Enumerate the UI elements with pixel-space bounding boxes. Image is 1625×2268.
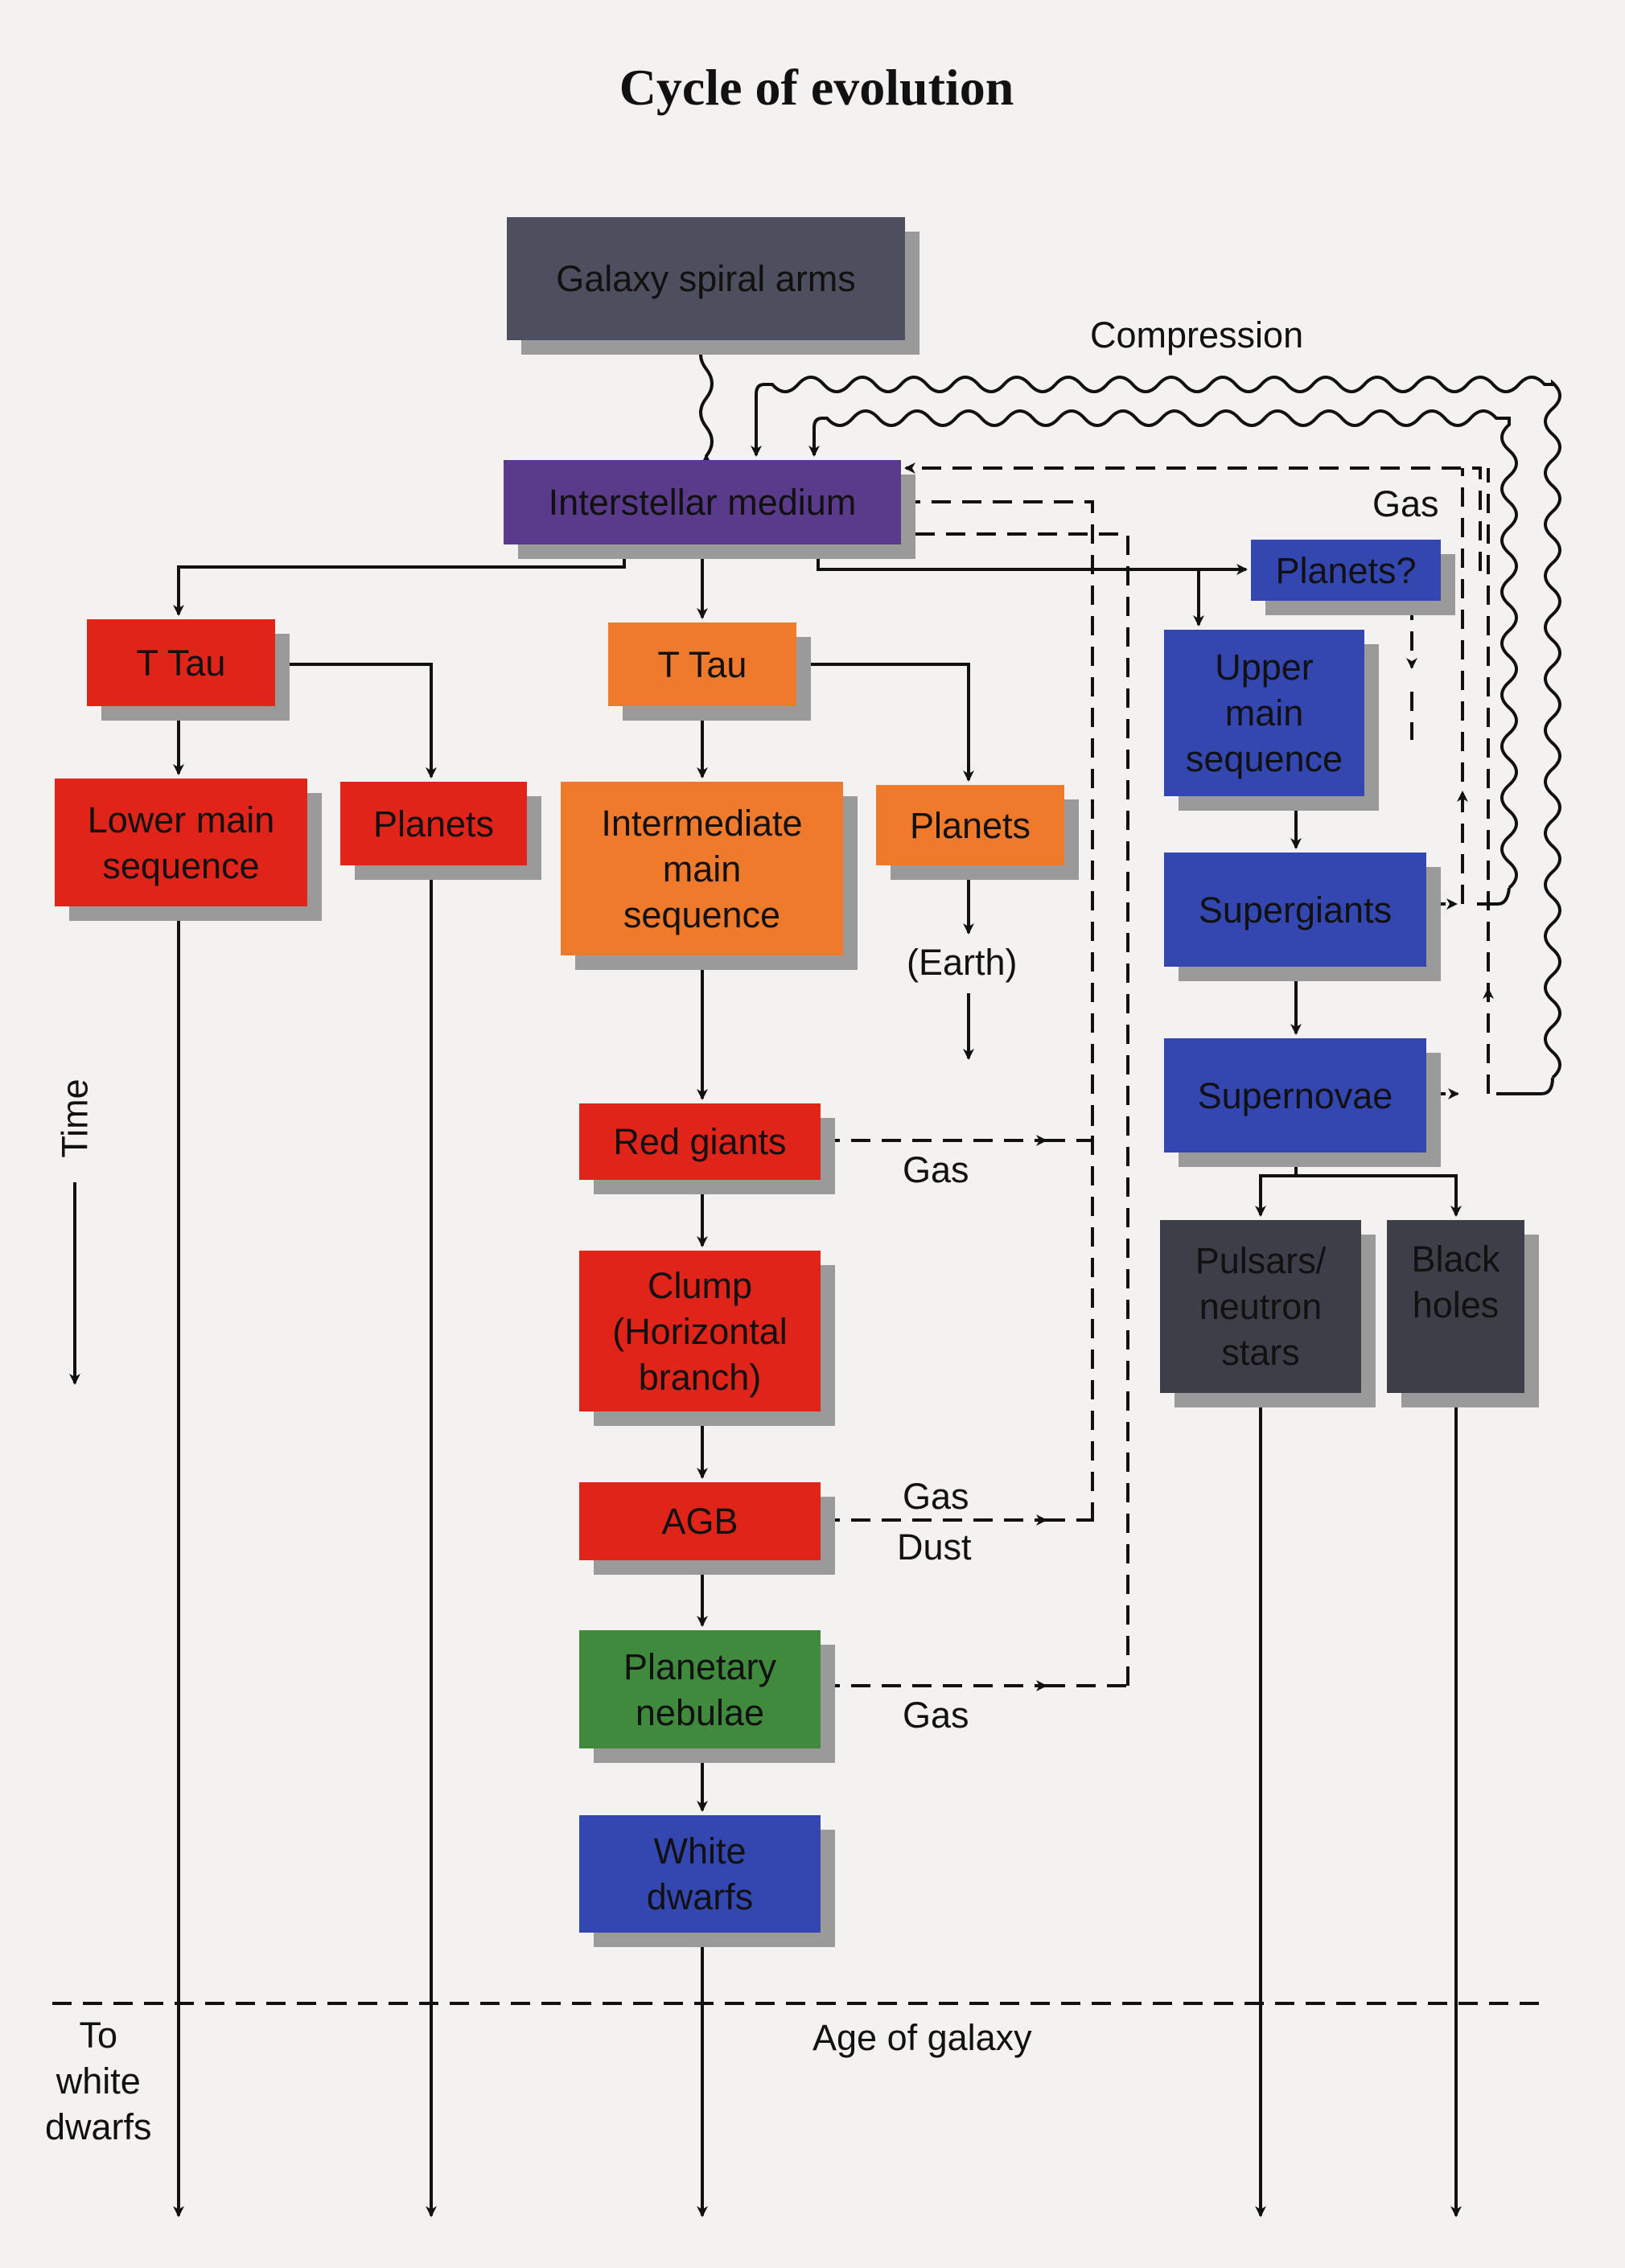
gas-return-low xyxy=(904,528,1129,1686)
gas-return-top xyxy=(904,462,1482,571)
node-black-holes: Black holes xyxy=(1387,1220,1524,1393)
label-dust-agb: Dust xyxy=(897,1526,972,1567)
label-gas-top: Gas xyxy=(1372,483,1439,524)
ttau-int-to-planets-arrow xyxy=(796,663,974,782)
node-supergiants: Supergiants xyxy=(1164,853,1426,967)
label-earth: (Earth) xyxy=(907,942,1018,983)
diagram-title: Cycle of evolution xyxy=(619,59,1014,116)
supernovae-split-arrows xyxy=(1259,1152,1458,1215)
node-ttau-low: T Tau xyxy=(87,619,275,706)
label-time: Time xyxy=(54,1079,96,1158)
node-planets-question: Planets? xyxy=(1251,540,1441,601)
compression-wavy-arrow-outer xyxy=(751,376,1561,1079)
node-ttau-intermediate: T Tau xyxy=(608,622,796,706)
label-age-of-galaxy: Age of galaxy xyxy=(812,2017,1032,2058)
label-gas-red-giants: Gas xyxy=(903,1149,969,1190)
node-planets-intermediate: Planets xyxy=(876,785,1064,865)
label-to-white-dwarfs: To white dwarfs xyxy=(45,2015,152,2147)
galaxy-to-ism-wavy-arrow xyxy=(699,339,714,465)
node-upper-main-sequence: Upper main sequence xyxy=(1164,630,1364,796)
ism-to-ttau-low-arrow xyxy=(173,544,626,616)
node-clump: Clump (Horizontal branch) xyxy=(579,1251,821,1411)
node-galaxy-spiral-arms: Galaxy spiral arms xyxy=(507,217,905,340)
node-planetary-nebulae: Planetary nebulae xyxy=(579,1630,821,1748)
ttau-low-to-planets-arrow xyxy=(275,663,437,779)
node-white-dwarfs: White dwarfs xyxy=(579,1815,821,1933)
node-interstellar-medium: Interstellar medium xyxy=(504,460,901,544)
node-lower-main-sequence: Lower main sequence xyxy=(55,779,307,906)
compression-wavy-arrow-inner xyxy=(808,409,1518,890)
node-red-giants: Red giants xyxy=(579,1103,821,1180)
label-compression: Compression xyxy=(1090,314,1304,355)
gas-return-mid xyxy=(904,496,1094,1522)
node-pulsars-neutron-stars: Pulsars/ neutron stars xyxy=(1160,1220,1361,1393)
label-gas-agb: Gas xyxy=(903,1476,969,1517)
node-intermediate-main-sequence: Intermediate main sequence xyxy=(561,782,843,955)
label-gas-pn: Gas xyxy=(903,1695,969,1736)
node-agb: AGB xyxy=(579,1482,821,1560)
ism-to-planets-q-arrow xyxy=(817,544,1248,575)
node-planets-low: Planets xyxy=(340,782,527,865)
node-supernovae: Supernovae xyxy=(1164,1038,1426,1152)
